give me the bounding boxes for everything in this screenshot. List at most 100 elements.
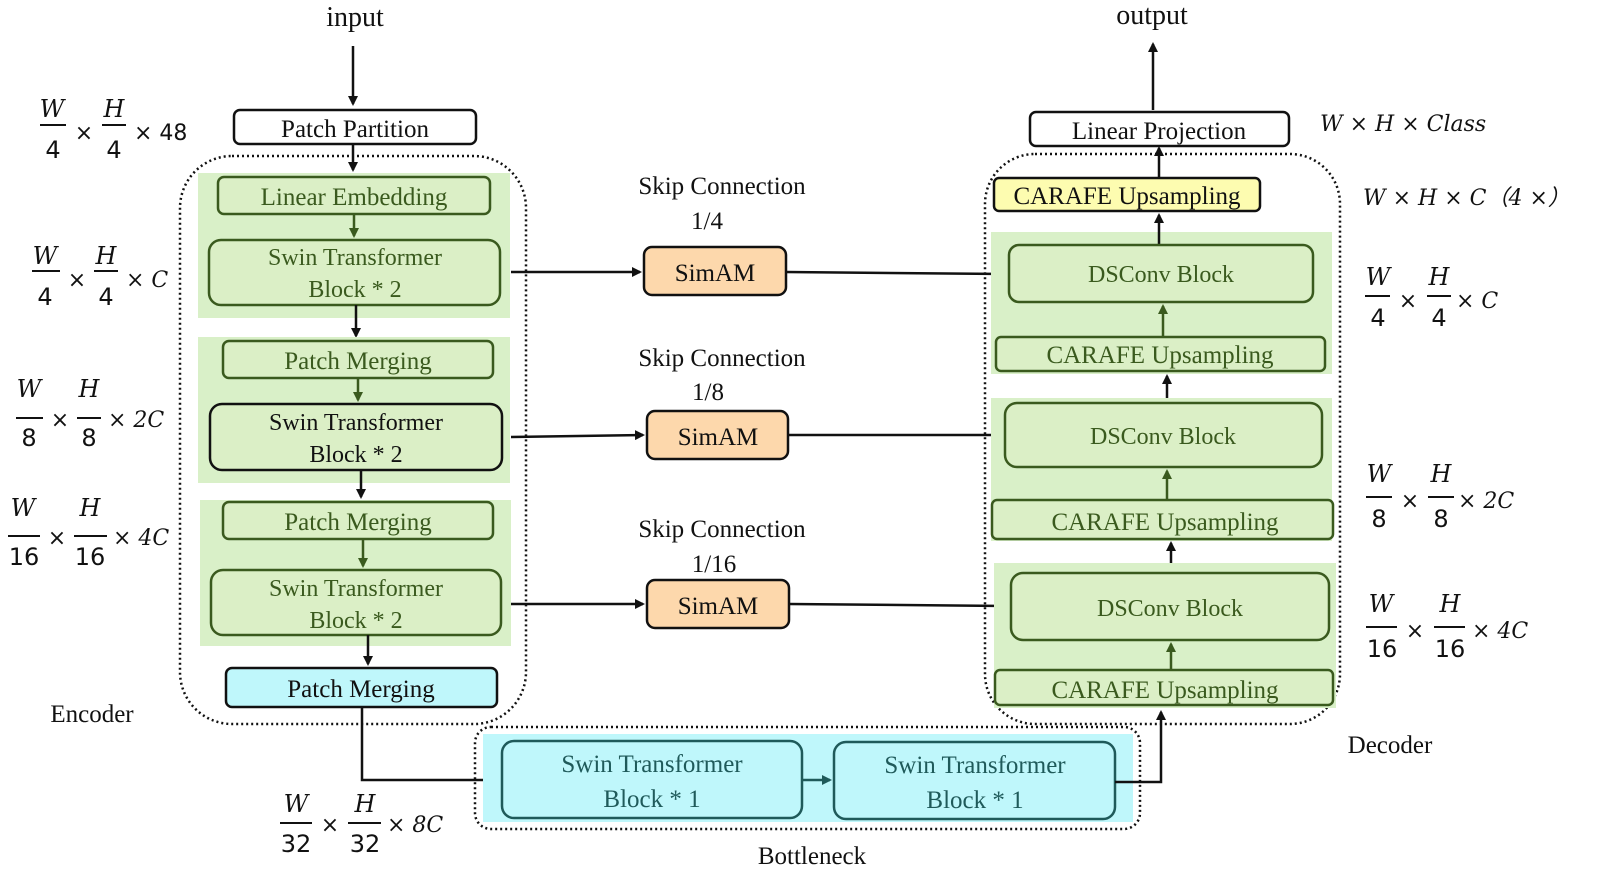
svg-text:1/16: 1/16 — [692, 551, 736, 578]
svg-text:4: 4 — [45, 136, 60, 164]
input-label: input — [326, 2, 384, 33]
svg-text:H: H — [354, 790, 377, 818]
svg-text:8: 8 — [1433, 505, 1448, 533]
dim-output: W × H × Class — [1320, 112, 1486, 137]
swin-block-stage-1[interactable]: Swin Transformer Block * 2 — [207, 238, 502, 307]
svg-text:× 4C: × 4C — [1472, 619, 1528, 644]
svg-text:Patch Merging: Patch Merging — [284, 348, 432, 375]
svg-text:H: H — [95, 242, 118, 270]
svg-text:Block * 2: Block * 2 — [309, 442, 402, 468]
bottleneck-container — [473, 725, 1142, 831]
patch-merging-stage-3[interactable]: Patch Merging — [221, 500, 495, 541]
svg-text:H: H — [79, 494, 102, 522]
svg-text:H: H — [1430, 460, 1453, 488]
svg-text:× 8C: × 8C — [387, 813, 443, 838]
svg-text:DSConv Block: DSConv Block — [1097, 596, 1243, 622]
svg-text:× C: × C — [126, 268, 168, 293]
swin-block-stage-3[interactable]: Swin Transformer Block * 2 — [209, 568, 503, 637]
svg-text:16: 16 — [1435, 635, 1466, 663]
svg-text:1/8: 1/8 — [692, 379, 724, 406]
svg-text:8: 8 — [1371, 505, 1386, 533]
carafe-upsampling-final[interactable]: CARAFE Upsampling — [992, 176, 1262, 213]
svg-text:SimAM: SimAM — [678, 593, 759, 620]
svg-text:Skip Connection: Skip Connection — [638, 173, 806, 200]
svg-text:4: 4 — [37, 283, 52, 311]
linear-embedding-box[interactable]: Linear Embedding — [216, 175, 492, 216]
svg-text:Patch Partition: Patch Partition — [281, 116, 429, 143]
svg-text:×: × — [1399, 289, 1417, 314]
svg-text:W: W — [40, 95, 67, 123]
svg-text:DSConv Block: DSConv Block — [1090, 424, 1236, 450]
svg-text:×: × — [48, 526, 66, 551]
svg-text:W: W — [33, 242, 60, 270]
svg-text:32: 32 — [281, 830, 312, 858]
svg-text:W: W — [284, 790, 311, 818]
svg-text:× 4C: × 4C — [113, 526, 169, 551]
svg-text:H: H — [1439, 590, 1462, 618]
svg-text:×: × — [321, 813, 339, 838]
dim-upsampled: W × H × C（4 ×） — [1363, 186, 1570, 211]
svg-text:CARAFE Upsampling: CARAFE Upsampling — [1013, 183, 1241, 210]
carafe-upsampling-3[interactable]: CARAFE Upsampling — [993, 668, 1335, 707]
simam-box-2[interactable]: SimAM — [645, 409, 790, 461]
svg-text:Block * 2: Block * 2 — [308, 277, 401, 303]
skip-connection-1: Skip Connection 1/4 — [638, 173, 806, 235]
decoder-label: Decoder — [1348, 732, 1433, 759]
svg-text:CARAFE Upsampling: CARAFE Upsampling — [1051, 677, 1279, 704]
svg-text:Block * 1: Block * 1 — [926, 787, 1023, 814]
svg-text:×: × — [68, 268, 86, 293]
bottleneck-swin-block-1[interactable]: Swin Transformer Block * 1 — [500, 739, 804, 820]
svg-text:Swin Transformer: Swin Transformer — [269, 410, 443, 436]
dim-decoder-stage-3: W 16 × H 16 × 4C — [1366, 590, 1528, 663]
svg-text:CARAFE Upsampling: CARAFE Upsampling — [1051, 509, 1279, 536]
dsconv-block-1[interactable]: DSConv Block — [1007, 243, 1315, 304]
svg-text:16: 16 — [9, 543, 40, 571]
svg-text:H: H — [1428, 263, 1451, 291]
svg-text:Patch Merging: Patch Merging — [287, 676, 435, 703]
arrow-skip1-out — [785, 268, 1007, 279]
svg-text:W: W — [1367, 460, 1394, 488]
svg-text:H: H — [103, 95, 126, 123]
patch-merging-final[interactable]: Patch Merging — [224, 666, 499, 709]
patch-merging-stage-2[interactable]: Patch Merging — [221, 339, 495, 380]
svg-text:4: 4 — [1370, 304, 1385, 332]
svg-text:SimAM: SimAM — [675, 260, 756, 287]
skip-connection-3: Skip Connection 1/16 — [638, 516, 806, 578]
svg-text:16: 16 — [75, 543, 106, 571]
svg-text:W: W — [1369, 590, 1396, 618]
svg-text:8: 8 — [81, 424, 96, 452]
svg-text:Linear Projection: Linear Projection — [1072, 118, 1247, 145]
svg-text:SimAM: SimAM — [678, 424, 759, 451]
svg-text:Skip Connection: Skip Connection — [638, 345, 806, 372]
svg-text:DSConv Block: DSConv Block — [1088, 262, 1234, 288]
dsconv-block-3[interactable]: DSConv Block — [1009, 571, 1331, 642]
dim-encoder-stage-1: W 4 × H 4 × C — [32, 242, 168, 311]
svg-text:16: 16 — [1367, 635, 1398, 663]
svg-text:W: W — [17, 375, 44, 403]
bottleneck-label: Bottleneck — [758, 843, 867, 870]
dim-decoder-stage-1: W 4 × H 4 × C — [1365, 263, 1498, 332]
arrow-skip3-out — [788, 600, 1008, 611]
arrow-bottleneck-to-decoder — [1115, 710, 1166, 784]
patch-partition-box[interactable]: Patch Partition — [232, 108, 478, 146]
svg-text:Block * 2: Block * 2 — [309, 608, 402, 634]
arrow-encoder-to-bottleneck — [360, 707, 499, 785]
svg-text:Block * 1: Block * 1 — [603, 786, 700, 813]
dim-encoder-stage-2: W 8 × H 8 × 2C — [16, 375, 164, 452]
simam-box-1[interactable]: SimAM — [642, 245, 788, 297]
svg-text:×: × — [1401, 489, 1419, 514]
bottleneck-swin-block-2[interactable]: Swin Transformer Block * 1 — [832, 740, 1117, 821]
carafe-upsampling-2[interactable]: CARAFE Upsampling — [990, 498, 1335, 541]
svg-text:W: W — [1366, 263, 1393, 291]
svg-text:4: 4 — [98, 283, 113, 311]
linear-projection-box[interactable]: Linear Projection — [1028, 110, 1291, 148]
simam-box-3[interactable]: SimAM — [645, 578, 791, 630]
svg-text:×: × — [75, 121, 93, 146]
swin-block-stage-2[interactable]: Swin Transformer Block * 2 — [208, 402, 504, 472]
dim-decoder-stage-2: W 8 × H 8 × 2C — [1366, 460, 1514, 533]
svg-text:× 2C: × 2C — [108, 408, 164, 433]
svg-text:8: 8 — [21, 424, 36, 452]
skip-connection-2: Skip Connection 1/8 — [638, 345, 806, 406]
dsconv-block-2[interactable]: DSConv Block — [1003, 401, 1324, 469]
carafe-upsampling-1[interactable]: CARAFE Upsampling — [994, 335, 1327, 373]
